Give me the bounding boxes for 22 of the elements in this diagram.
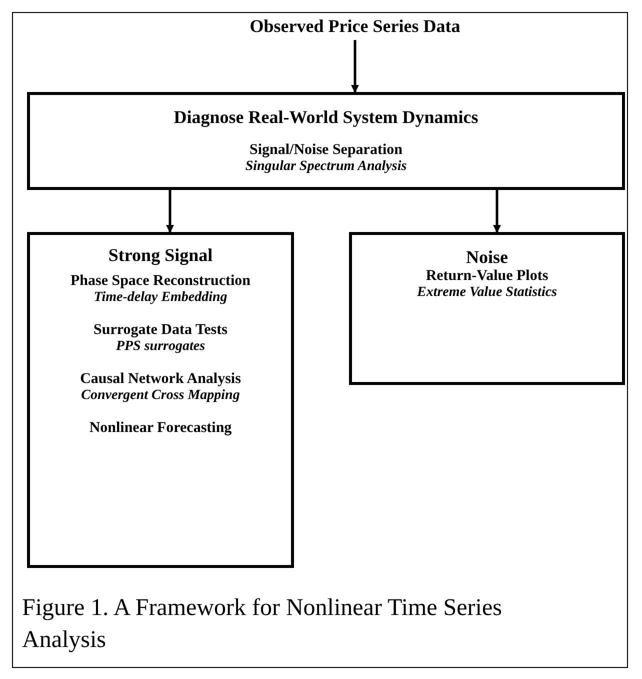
process-box xyxy=(27,232,294,568)
technique-label: PPS surrogates xyxy=(114,339,206,355)
figure-caption: Figure 1. A Framework for Nonlinear Time Series Analysis xyxy=(22,594,503,655)
technique-label: Singular Spectrum Analysis xyxy=(244,159,408,175)
process-box xyxy=(27,92,625,190)
technique-label: Convergent Cross Mapping xyxy=(80,388,241,404)
method-label: Signal/Noise Separation xyxy=(248,142,404,159)
method-label: Return-Value Plots xyxy=(424,268,550,285)
heading: Diagnose Real-World System Dynamics xyxy=(172,107,480,128)
technique-label: Extreme Value Statistics xyxy=(416,285,558,301)
method-label: Causal Network Analysis xyxy=(79,371,242,388)
method-label: Surrogate Data Tests xyxy=(92,322,228,339)
heading: Noise xyxy=(465,247,509,268)
input-label: Observed Price Series Data xyxy=(248,16,462,37)
heading: Strong Signal xyxy=(107,245,214,266)
arrow xyxy=(493,190,501,233)
method-label: Phase Space Reconstruction xyxy=(70,273,252,290)
arrow xyxy=(166,190,174,233)
method-label: Nonlinear Forecasting xyxy=(88,420,233,437)
process-box xyxy=(349,232,625,385)
arrow xyxy=(351,40,359,93)
technique-label: Time-delay Embedding xyxy=(92,290,228,306)
